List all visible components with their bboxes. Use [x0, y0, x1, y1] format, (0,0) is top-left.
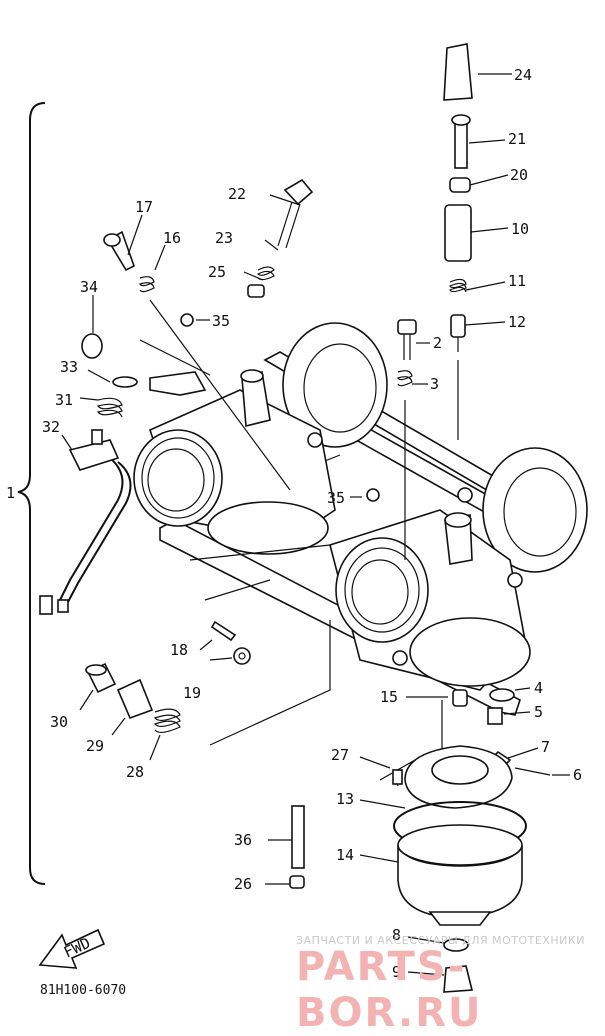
callout-31: 31 [55, 391, 73, 409]
callout-3: 3 [430, 375, 439, 393]
callout-18: 18 [170, 641, 188, 659]
callout-16: 16 [163, 229, 181, 247]
fuel-line [39, 429, 132, 615]
screw-2-3 [397, 319, 417, 560]
callout-2: 2 [433, 334, 442, 352]
callout-9: 9 [392, 963, 401, 981]
callout-13: 13 [336, 790, 354, 808]
callout-28: 28 [126, 763, 144, 781]
group-bracket [17, 102, 46, 885]
callout-15: 15 [380, 688, 398, 706]
callout-12: 12 [508, 313, 526, 331]
callout-22: 22 [228, 185, 246, 203]
callout-8: 8 [392, 926, 401, 944]
callout-30: 30 [50, 713, 68, 731]
callout-23: 23 [215, 229, 233, 247]
watermark-tagline: ЗАПЧАСТИ И АКСЕССУАРЫ ДЛЯ МОТОТЕХНИКИ [296, 934, 585, 947]
pilot-screw [247, 178, 314, 298]
needle-jet-assembly [443, 43, 473, 440]
callout-35-top: 35 [212, 312, 230, 330]
float-bowl-parts [289, 688, 551, 993]
group-label: 1 [6, 484, 15, 502]
callout-26: 26 [234, 875, 252, 893]
callout-21: 21 [508, 130, 526, 148]
left-small-parts [81, 230, 380, 502]
callout-leaders [61, 73, 570, 976]
callout-24: 24 [514, 66, 532, 84]
callout-7: 7 [541, 738, 550, 756]
lower-left-parts [85, 620, 251, 733]
carburetor-body [133, 322, 588, 716]
callout-19: 19 [183, 684, 201, 702]
fwd-arrow-icon: FWD [38, 928, 106, 969]
callout-11: 11 [508, 272, 526, 290]
watermark-logo: PARTS-BOR.RU [296, 944, 483, 1036]
callout-20: 20 [510, 166, 528, 184]
callout-25: 25 [208, 263, 226, 281]
callout-14: 14 [336, 846, 354, 864]
callout-34: 34 [80, 278, 98, 296]
callout-4: 4 [534, 679, 543, 697]
callout-5: 5 [534, 703, 543, 721]
callout-27: 27 [331, 746, 349, 764]
callout-6: 6 [573, 766, 582, 784]
callout-35-mid: 35 [327, 489, 345, 507]
callout-10: 10 [511, 220, 529, 238]
callout-33: 33 [60, 358, 78, 376]
drawing-code: 81H100-6070 [40, 983, 127, 998]
callout-36: 36 [234, 831, 252, 849]
callout-32: 32 [42, 418, 60, 436]
callout-29: 29 [86, 737, 104, 755]
callout-numbers: 2 3 4 5 6 7 8 9 10 11 12 13 14 15 16 17 … [42, 66, 582, 981]
callout-17: 17 [135, 198, 153, 216]
